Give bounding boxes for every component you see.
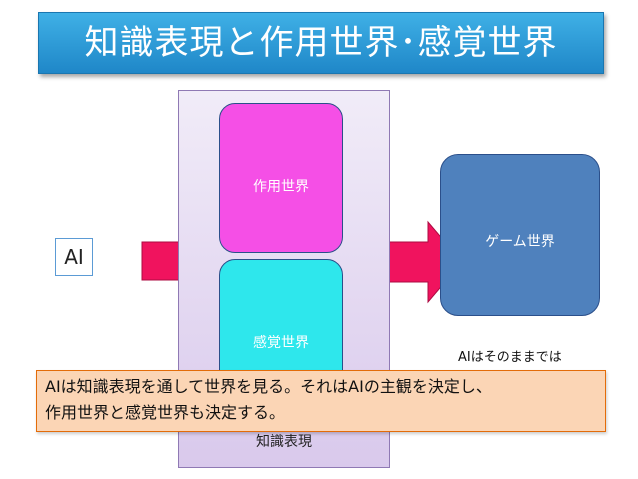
- explanation-callout: AIは知識表現を通して世界を見る。それはAIの主観を決定し、 作用世界と感覚世界…: [36, 370, 606, 432]
- action-world-label: 作用世界: [253, 179, 309, 195]
- callout-line-1: AIは知識表現を通して世界を見る。それはAIの主観を決定し、: [45, 377, 492, 396]
- action-world-box: 作用世界: [219, 103, 343, 253]
- callout-line-2: 作用世界と感覚世界も決定する。: [45, 403, 286, 422]
- game-world-label: ゲーム世界: [485, 234, 555, 250]
- sensory-world-label: 感覚世界: [253, 335, 309, 351]
- title-banner: 知識表現と作用世界･感覚世界: [38, 12, 604, 74]
- game-world-box: ゲーム世界: [440, 154, 600, 316]
- ai-note: AIはそのままでは: [458, 350, 562, 365]
- ai-box: AI: [55, 238, 93, 276]
- knowledge-representation-label: 知識表現: [256, 434, 312, 450]
